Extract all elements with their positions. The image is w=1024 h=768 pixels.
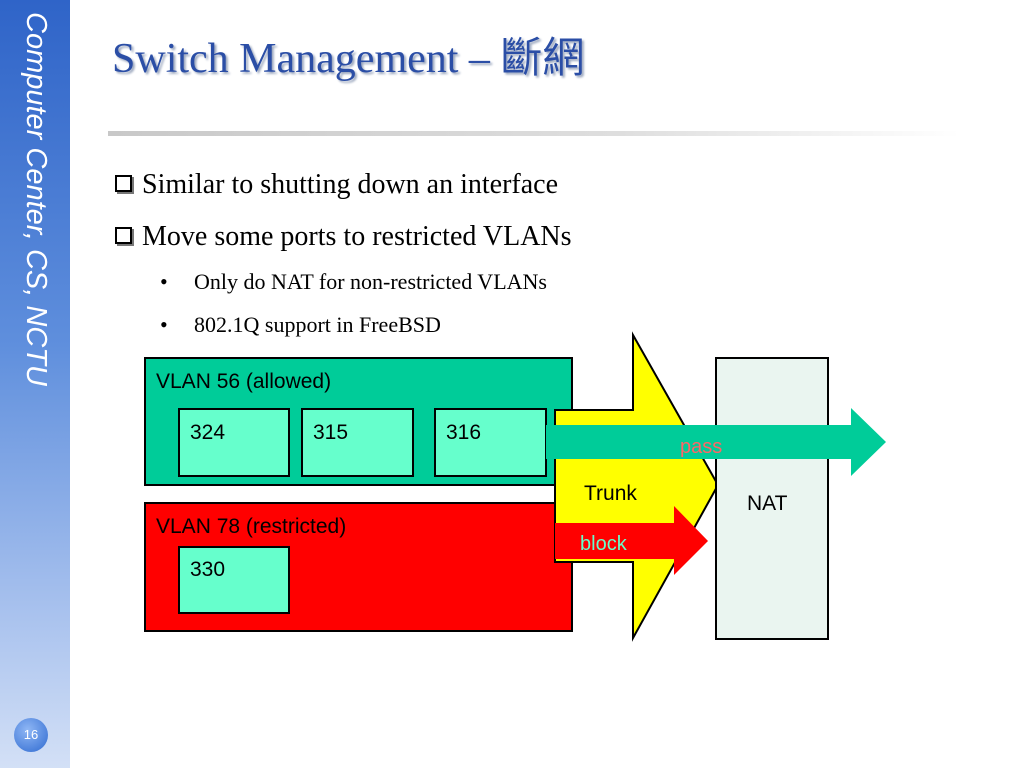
sub-bullet-text: Only do NAT for non-restricted VLANs bbox=[194, 269, 547, 294]
port-label: 324 bbox=[190, 421, 225, 444]
title-divider bbox=[108, 131, 960, 136]
dot-bullet-icon: • bbox=[160, 269, 168, 294]
bullet-text: Similar to shutting down an interface bbox=[142, 169, 559, 200]
port-label: 315 bbox=[313, 421, 348, 444]
pass-arrow bbox=[546, 408, 886, 476]
page-number-badge: 16 bbox=[14, 718, 48, 752]
bullet-item: Move some ports to restricted VLANs bbox=[115, 220, 572, 254]
trunk-label: Trunk bbox=[584, 482, 637, 505]
vlan-restricted-label: VLAN 78 (restricted) bbox=[156, 515, 346, 538]
sub-bullet-text: 802.1Q support in FreeBSD bbox=[194, 312, 441, 337]
nat-box bbox=[715, 357, 829, 640]
square-bullet-icon bbox=[115, 175, 132, 192]
port-box bbox=[178, 408, 290, 477]
sub-bullet-item: • Only do NAT for non-restricted VLANs bbox=[160, 268, 547, 296]
square-bullet-icon bbox=[115, 227, 132, 244]
port-box bbox=[178, 546, 290, 614]
slide-title: Switch Management – 斷網 bbox=[112, 36, 585, 82]
port-label: 330 bbox=[190, 558, 225, 581]
port-label: 316 bbox=[446, 421, 481, 444]
port-box bbox=[301, 408, 414, 477]
sub-bullet-item: • 802.1Q support in FreeBSD bbox=[160, 311, 441, 339]
sidebar-org-text: Computer Center, CS, NCTU bbox=[20, 12, 52, 386]
nat-label: NAT bbox=[747, 492, 788, 515]
block-label: block bbox=[580, 533, 628, 555]
bullet-item: Similar to shutting down an interface bbox=[115, 168, 558, 202]
pass-label: pass bbox=[680, 436, 722, 458]
sidebar: Computer Center, CS, NCTU 16 bbox=[0, 0, 70, 768]
vlan-allowed-label: VLAN 56 (allowed) bbox=[156, 370, 331, 393]
dot-bullet-icon: • bbox=[160, 312, 168, 337]
bullet-text: Move some ports to restricted VLANs bbox=[142, 221, 572, 252]
block-arrow bbox=[555, 506, 708, 575]
